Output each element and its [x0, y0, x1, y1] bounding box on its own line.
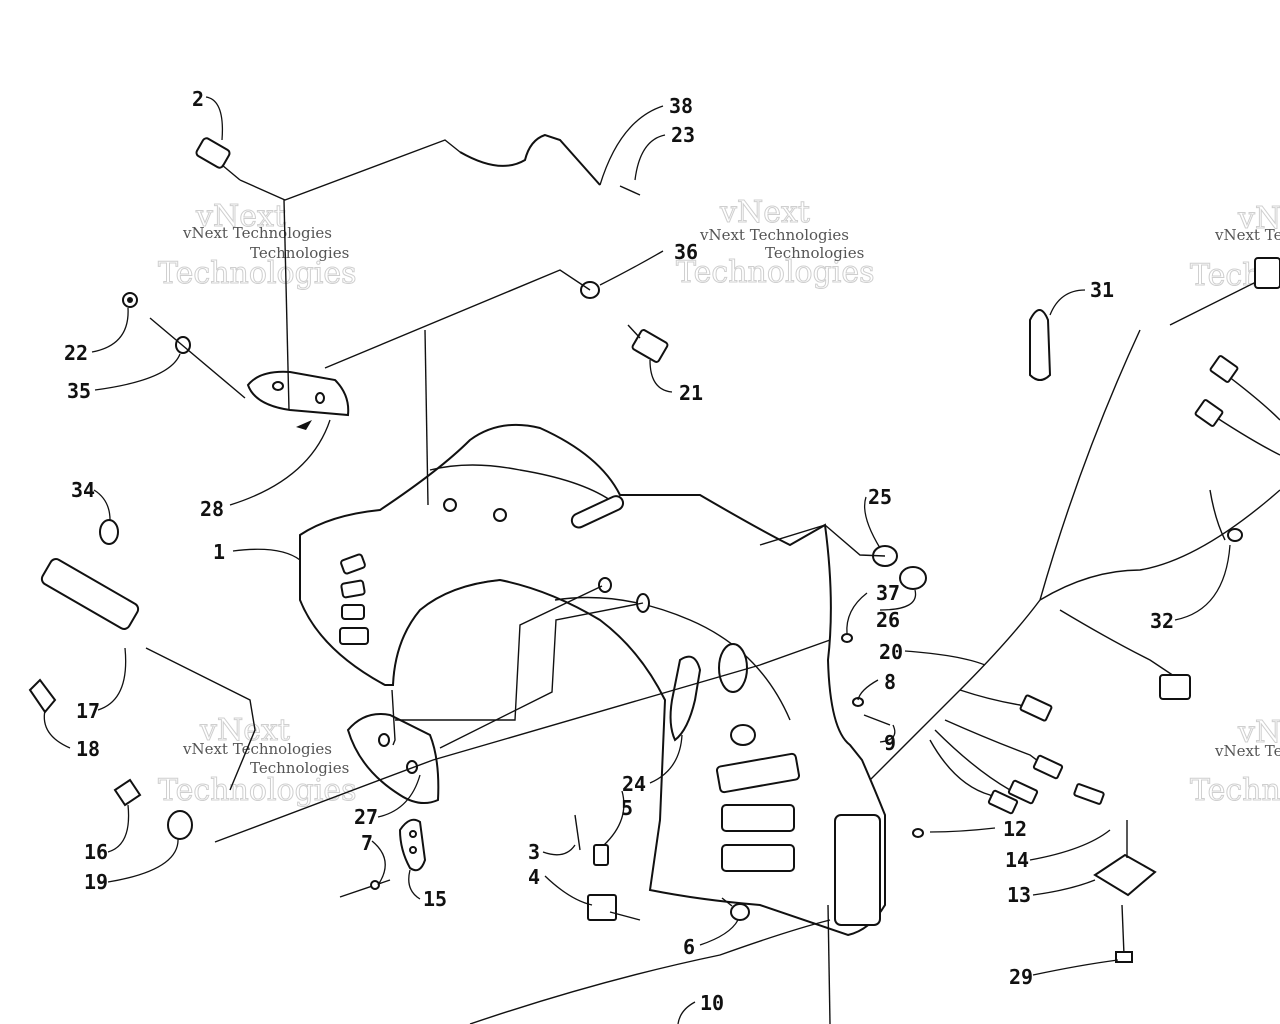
ring-22-part: [122, 292, 138, 308]
callout-26: 26: [876, 608, 900, 632]
callout-22: 22: [64, 341, 88, 365]
clip-5-part: [593, 844, 609, 866]
callout-24: 24: [622, 772, 646, 796]
dot-12-part: [912, 828, 924, 838]
watermark-text: vNext Technologies: [182, 224, 332, 242]
watermark-outline: Technologies: [676, 255, 875, 290]
leader-lines: [43, 96, 1231, 1024]
clip-18-part: [28, 678, 57, 714]
watermark-text: vNext Technologies: [182, 740, 332, 758]
callout-37: 37: [876, 581, 900, 605]
pin-7-part: [339, 879, 391, 898]
connector-14-part: [1073, 783, 1105, 805]
watermark-text: vNext Technologies: [1214, 226, 1280, 244]
bracket-28-part: [246, 370, 350, 430]
watermark-outline: vNext: [719, 195, 810, 230]
callout-12: 12: [1003, 817, 1027, 841]
callout-36: 36: [674, 240, 698, 264]
clip-4-part: [587, 894, 617, 921]
callout-7: 7: [361, 831, 373, 855]
assembly-lines: [145, 139, 886, 921]
callout-21: 21: [679, 381, 703, 405]
callout-18: 18: [76, 737, 100, 761]
callout-6: 6: [683, 935, 695, 959]
watermark-text: Technologies: [250, 759, 349, 777]
callout-2: 2: [192, 87, 204, 111]
watermark-outline: vNext: [1237, 715, 1280, 750]
watermark-outline: Technologies: [1190, 773, 1280, 808]
regulator-13-part: [1093, 820, 1157, 897]
callout-28: 28: [200, 497, 224, 521]
callout-38: 38: [669, 94, 693, 118]
wiring-harness-20-part: [869, 257, 1280, 815]
callout-1: 1: [213, 540, 225, 564]
cable-38-part: [459, 133, 601, 186]
callout-25: 25: [868, 485, 892, 509]
callout-32: 32: [1150, 609, 1174, 633]
screw-9-part: [863, 714, 891, 726]
callout-14: 14: [1005, 848, 1029, 872]
callout-9: 9: [884, 731, 896, 755]
knob-16-part: [113, 778, 142, 807]
bracket-15-part: [398, 818, 427, 872]
watermark-text: vNext Technologies: [1214, 742, 1280, 760]
watermark-text: vNext Technologies: [699, 226, 849, 244]
callout-27: 27: [354, 805, 378, 829]
watermark-outline: vNext: [195, 199, 286, 234]
watermark-text: Technologies: [765, 244, 864, 262]
callout-13: 13: [1007, 883, 1031, 907]
callout-8: 8: [884, 670, 896, 694]
callout-19: 19: [84, 870, 108, 894]
watermark-outline: Technologies: [158, 256, 357, 291]
callout-labels: 2 38 23 36 22 35 21 28 31 34 1 25 37 26 …: [64, 87, 1174, 1015]
callout-3: 3: [528, 840, 540, 864]
screw-6-part: [721, 897, 750, 921]
callout-15: 15: [423, 887, 447, 911]
key-switch-17-part: [40, 558, 140, 630]
callout-23: 23: [671, 123, 695, 147]
switch-19-part: [167, 810, 193, 840]
watermark-text: Technologies: [250, 244, 349, 262]
bracket-24-part: [669, 655, 702, 742]
fitting-23-part: [619, 185, 641, 196]
plate-27-part: [346, 713, 440, 805]
screw-3-part: [574, 814, 581, 851]
callout-34: 34: [71, 478, 95, 502]
dash-console-part: [299, 423, 886, 937]
callout-35: 35: [67, 379, 91, 403]
watermark-outline: vNext: [199, 713, 290, 748]
callout-16: 16: [84, 840, 108, 864]
callout-20: 20: [879, 640, 903, 664]
clamp-31-part: [1029, 309, 1052, 381]
callout-29: 29: [1009, 965, 1033, 989]
switch-21-part: [627, 324, 669, 363]
cable-10-part: [469, 904, 831, 1024]
callout-31: 31: [1090, 278, 1114, 302]
watermark-outline: Technologies: [158, 773, 357, 808]
dot-37-part: [841, 633, 853, 643]
nut-26-part: [899, 566, 927, 590]
callout-4: 4: [528, 865, 540, 889]
watermark-outline: vNext: [1237, 201, 1280, 236]
nut-34-part: [99, 519, 119, 545]
switch-2-part: [195, 137, 241, 181]
bolt-29-part: [1115, 904, 1133, 963]
callout-17: 17: [76, 699, 100, 723]
callout-5: 5: [621, 796, 633, 820]
callout-10: 10: [700, 991, 724, 1015]
